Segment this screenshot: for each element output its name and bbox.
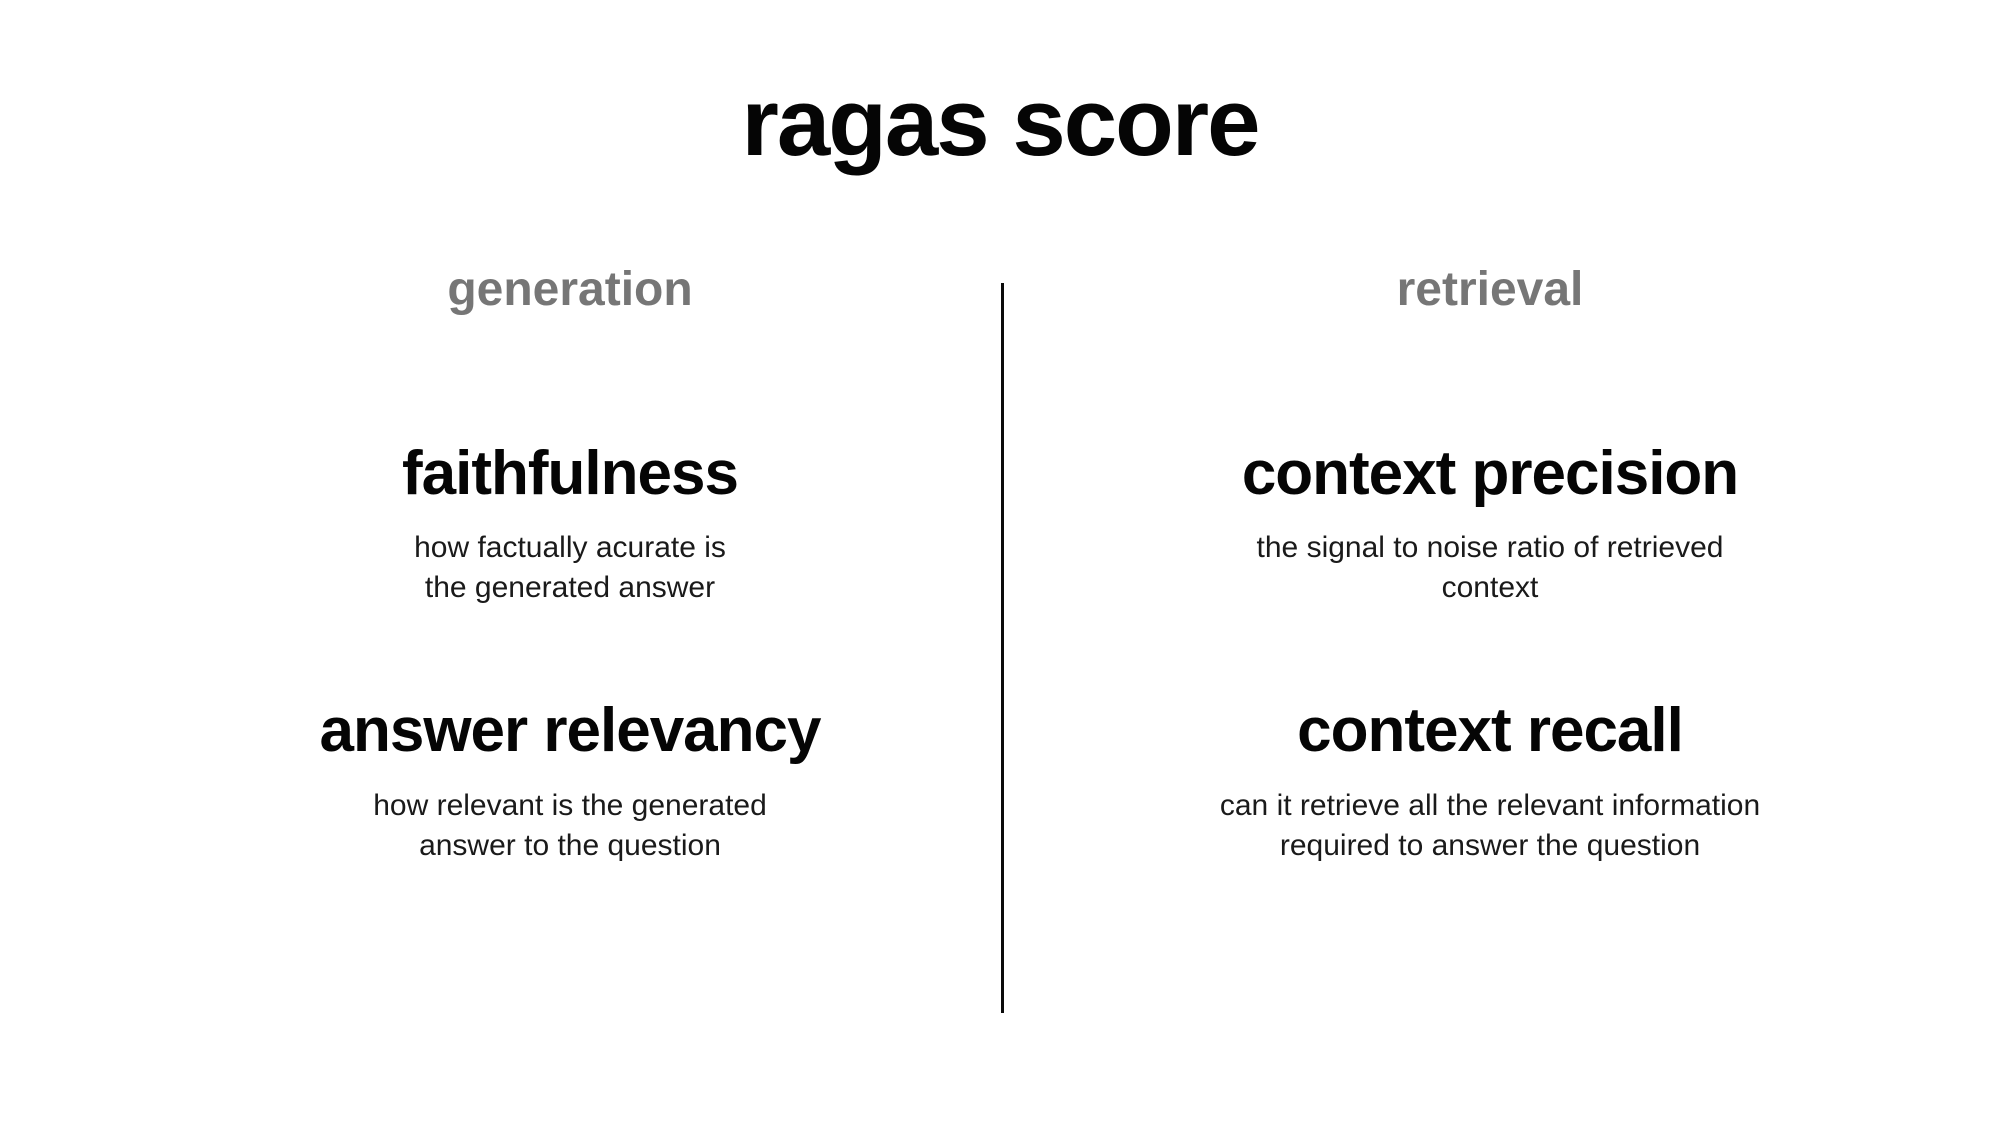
column-header-generation: generation: [447, 263, 693, 316]
desc-line: answer to the question: [419, 829, 721, 862]
desc-line: context: [1441, 571, 1539, 604]
desc-line: the generated answer: [424, 571, 716, 604]
column-divider-line: [1001, 283, 1004, 1013]
column-header-retrieval: retrieval: [1396, 263, 1584, 316]
metric-heading-context-precision: context precision: [1241, 439, 1739, 508]
page-title: ragas score: [741, 69, 1260, 176]
desc-line: how factually acurate is: [414, 531, 726, 564]
metric-desc-answer-relevancy: how relevant is the generated answer to …: [170, 786, 970, 866]
metric-desc-context-recall: can it retrieve all the relevant informa…: [1040, 786, 1940, 866]
metric-desc-context-precision: the signal to noise ratio of retrieved c…: [1040, 528, 1940, 608]
desc-line: required to answer the question: [1279, 829, 1701, 862]
metric-heading-context-recall: context recall: [1297, 696, 1684, 765]
desc-line: how relevant is the generated: [373, 789, 767, 822]
metric-heading-answer-relevancy: answer relevancy: [319, 696, 821, 765]
metric-heading-faithfulness: faithfulness: [402, 439, 739, 508]
desc-line: the signal to noise ratio of retrieved: [1256, 531, 1724, 564]
desc-line: can it retrieve all the relevant informa…: [1219, 789, 1761, 822]
metric-desc-faithfulness: how factually acurate is the generated a…: [170, 528, 970, 608]
